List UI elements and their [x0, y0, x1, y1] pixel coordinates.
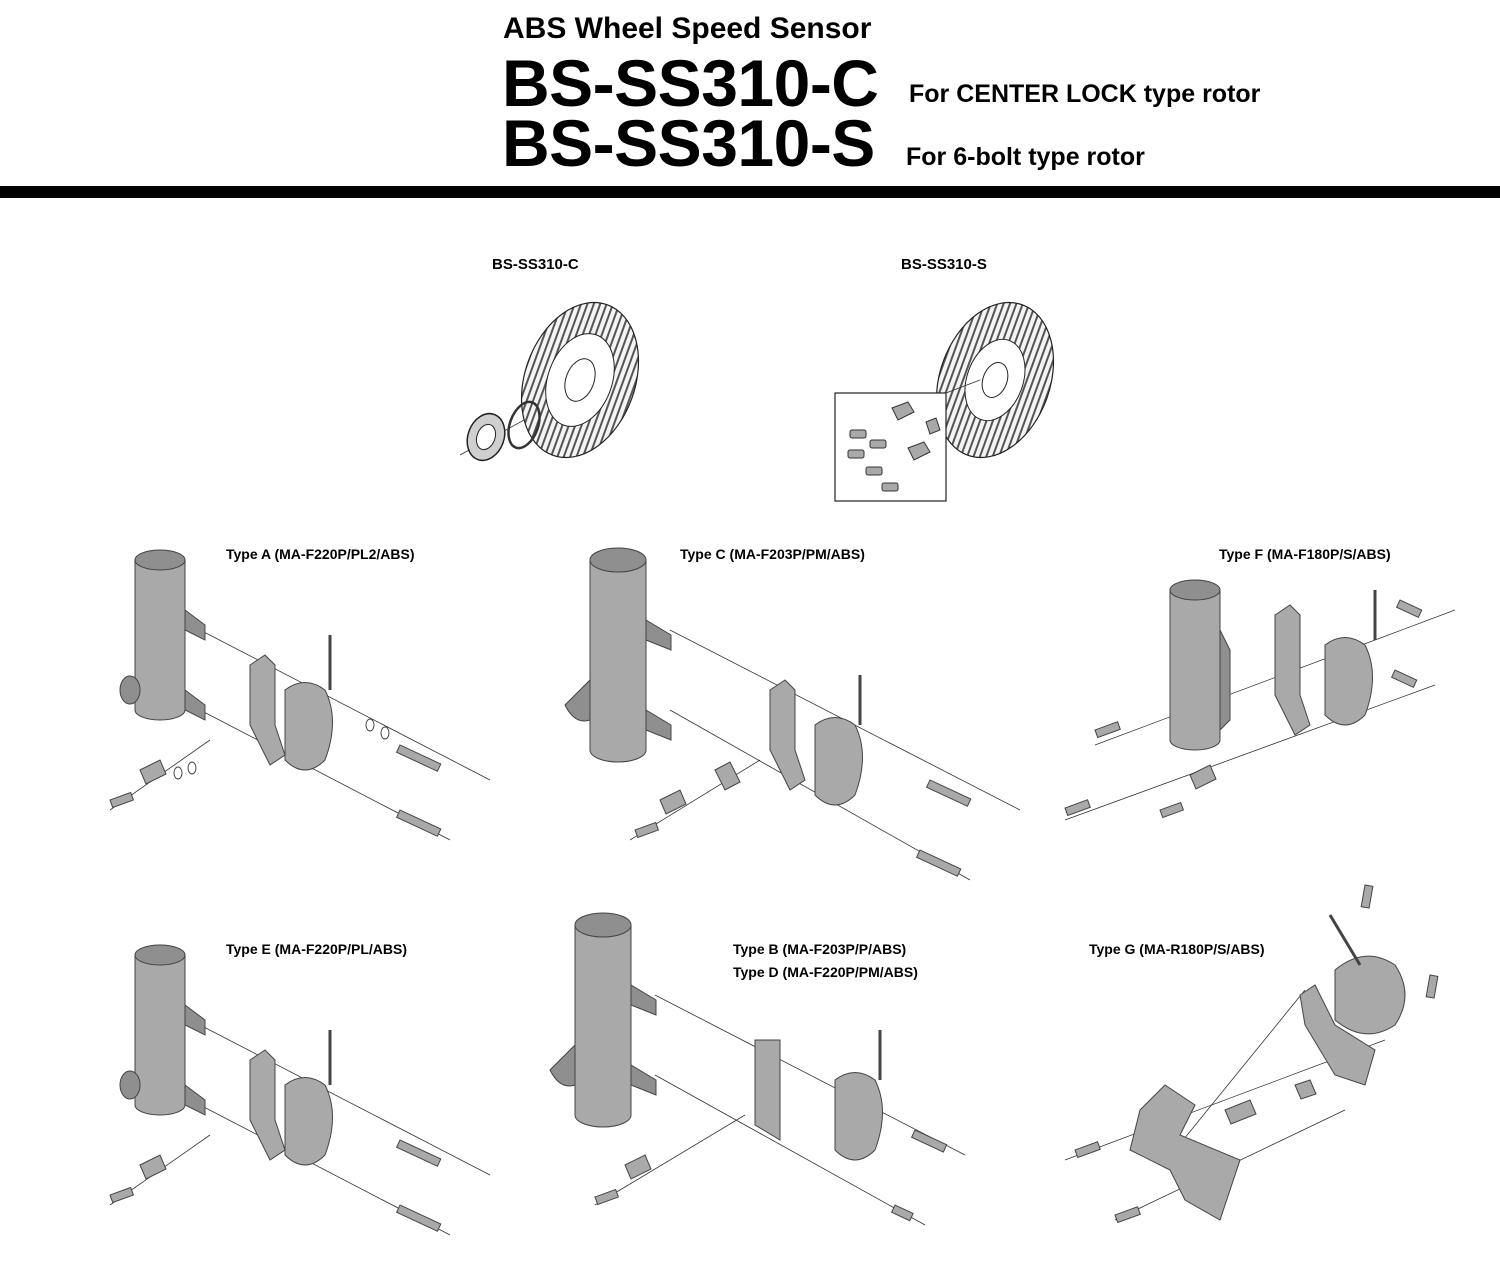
model-s-title: BS-SS310-S — [502, 106, 875, 180]
model-c-note: For CENTER LOCK type rotor — [909, 80, 1261, 108]
type-c-illustration — [564, 547, 1021, 881]
type-c-label: Type C (MA-F203P/PM/ABS) — [680, 546, 865, 562]
rotor-s-label: BS-SS310-S — [901, 256, 987, 273]
header-rule — [0, 186, 1500, 198]
type-d-label: Type D (MA-F220P/PM/ABS) — [733, 964, 918, 980]
type-a-illustration — [109, 549, 491, 841]
type-e-illustration — [109, 944, 491, 1236]
model-s-note: For 6-bolt type rotor — [906, 143, 1145, 171]
type-g-illustration — [1064, 884, 1439, 1224]
rotor-c-illustration — [459, 301, 640, 462]
type-g-label: Type G (MA-R180P/S/ABS) — [1089, 941, 1265, 957]
type-b-label: Type B (MA-F203P/P/ABS) — [733, 941, 907, 957]
type-e-label: Type E (MA-F220P/PL/ABS) — [226, 941, 407, 957]
header-subtitle: ABS Wheel Speed Sensor — [503, 12, 872, 45]
type-a-label: Type A (MA-F220P/PL2/ABS) — [226, 546, 415, 562]
type-bd-illustration — [549, 912, 966, 1226]
model-c-title: BS-SS310-C — [502, 46, 879, 120]
type-f-label: Type F (MA-F180P/S/ABS) — [1219, 546, 1391, 562]
rotor-s-illustration — [834, 301, 1055, 502]
type-f-illustration — [1064, 579, 1456, 821]
rotor-c-label: BS-SS310-C — [492, 256, 579, 273]
